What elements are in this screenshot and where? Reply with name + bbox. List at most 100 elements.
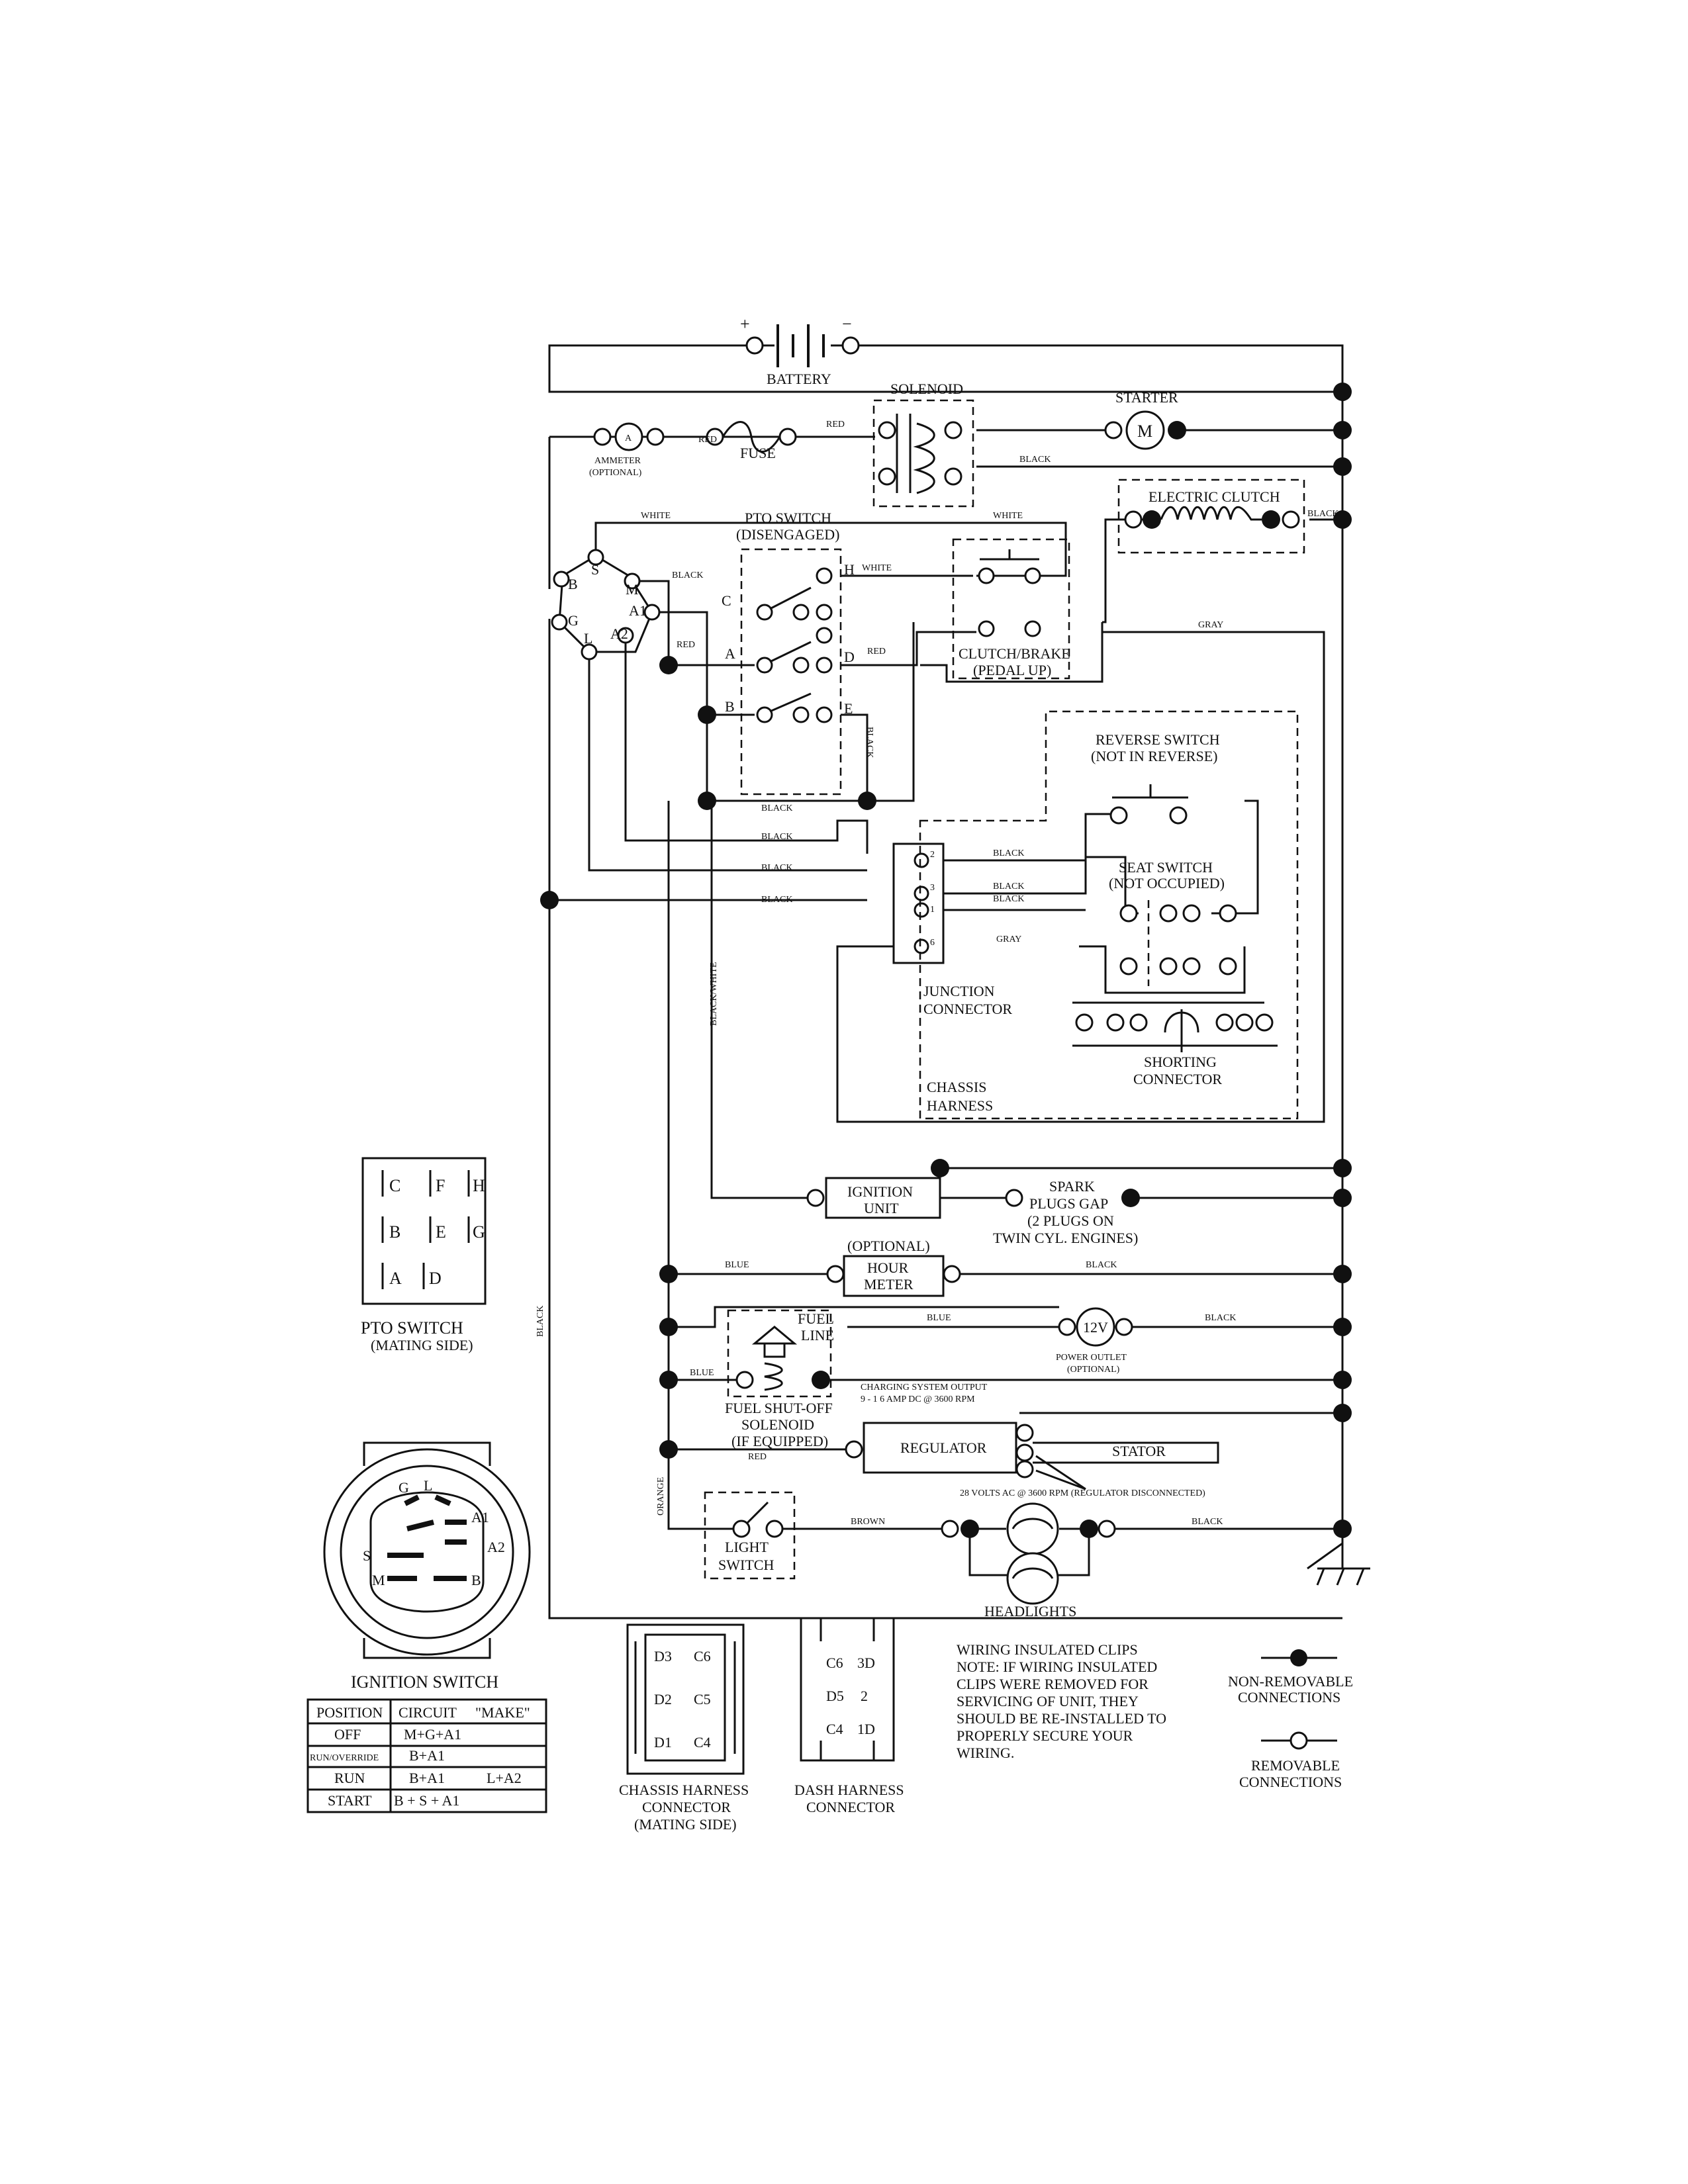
table-header-position: POSITION [316,1704,383,1721]
wire-color-labels: RED RED BLACK BLACK WHITE WHITE WHITE BL… [536,420,1338,1527]
wire-black-10: BLACK [993,894,1024,904]
ign-face-a1: A1 [471,1509,489,1525]
wire-blue-3: BLUE [690,1368,714,1378]
reverse-switch: REVERSE SWITCH (NOT IN REVERSE) [1091,731,1220,825]
wire-gray-2: GRAY [996,934,1021,944]
wiring-note: WIRING INSULATED CLIPS NOTE: IF WIRING I… [957,1641,1166,1761]
solenoid: SOLENOID [872,381,974,508]
wire-red-4: RED [867,647,886,657]
chassis-pin-c4: C4 [694,1734,711,1751]
wire-brown: BROWN [851,1517,885,1527]
note-line-5: SHOULD BE RE-INSTALLED TO [957,1710,1166,1727]
wire-red-2: RED [826,420,845,430]
junction-pin-6: 6 [930,938,935,948]
chassis-pin-d3: D3 [654,1648,672,1664]
not-occupied: (NOT OCCUPIED) [1109,875,1225,891]
ignition-label: IGNITION [847,1183,913,1200]
shorting-connector: SHORTING CONNECTOR [1072,1001,1278,1087]
ign-face-l: L [424,1477,432,1494]
wires [548,344,1370,1619]
junction-connector-label: CONNECTOR [923,1001,1012,1017]
pto-mating-a: A [389,1269,402,1288]
legend-non-removable-2: CONNECTIONS [1238,1689,1340,1706]
twin-cyl-label: TWIN CYL. ENGINES) [993,1230,1138,1246]
wire-white-3: WHITE [862,563,892,573]
junction-connector: 2 3 1 6 JUNCTION CONNECTOR [892,842,1012,1017]
ign-terminal-l: L [584,630,592,647]
headlights-label: HEADLIGHTS [984,1603,1076,1619]
unit-label: UNIT [864,1200,899,1216]
stator-label: STATOR [1112,1443,1166,1459]
wire-black-1: BLACK [1019,455,1051,465]
power-outlet-optional: (OPTIONAL) [1067,1365,1120,1375]
wire-black-left: BLACK [536,1306,545,1337]
chassis-harness-connector: D3 C6 D2 C5 D1 C4 CHASSIS HARNESS CONNEC… [619,1623,749,1833]
wire-red-5: RED [748,1452,767,1462]
pto-terminal-c: C [722,592,731,609]
solenoid-label: SOLENOID [890,381,963,397]
reverse-switch-label: REVERSE SWITCH [1096,731,1220,748]
wire-black-12: BLACK [1205,1313,1236,1323]
chassis-connector-label-3: (MATING SIDE) [634,1816,737,1833]
chassis-pin-d2: D2 [654,1691,672,1707]
electric-clutch-label: ELECTRIC CLUTCH [1149,488,1280,505]
line-label: LINE [801,1327,834,1343]
if-equipped-label: (IF EQUIPPED) [731,1433,828,1449]
legend-non-removable-1: NON-REMOVABLE [1228,1673,1353,1690]
pto-mating-c: C [389,1176,400,1195]
pto-mating-d: D [429,1269,442,1288]
note-line-2: NOTE: IF WIRING INSULATED [957,1659,1157,1675]
two-plugs-label: (2 PLUGS ON [1027,1212,1114,1229]
junction-dots [540,383,1352,909]
wire-black-5: BLACK [761,832,792,842]
wire-black-2: BLACK [1307,509,1338,519]
table-header-make: "MAKE" [475,1704,530,1721]
ign-terminal-a2: A2 [610,625,628,642]
dash-connector-label-2: CONNECTOR [806,1799,895,1815]
hour-meter: (OPTIONAL) HOUR METER [659,1238,1352,1297]
table-row-override-position: RUN/OVERRIDE [310,1753,379,1763]
pto-terminal-b: B [725,698,735,715]
clutch-brake-switch: CLUTCH/BRAKE (PEDAL UP) [952,538,1070,680]
ign-face-a2: A2 [487,1539,505,1555]
chassis-connector-label-2: CONNECTOR [642,1799,731,1815]
ammeter: A AMMETER (OPTIONAL) [589,422,665,478]
legend-non-removable-symbol [1290,1649,1307,1666]
regulator-label: REGULATOR [900,1439,987,1456]
legend-removable-1: REMOVABLE [1251,1757,1340,1774]
power-outlet-12v: 12V [1083,1319,1108,1336]
pto-terminal-h: H [844,561,855,578]
chassis-pin-c6: C6 [694,1648,711,1664]
junction-pin-1: 1 [930,905,935,915]
pto-disengaged: (DISENGAGED) [736,526,839,543]
fuse-label: FUSE [740,445,776,461]
fuel-solenoid-label: SOLENOID [741,1416,814,1433]
ign-face-s: S [363,1547,371,1564]
junction-pin-2: 2 [930,850,935,860]
battery-plus: + [740,314,750,334]
table-row-run-circuit: B+A1 [409,1770,445,1786]
fuse: FUSE [706,421,797,461]
starter-m: M [1137,422,1152,441]
note-line-1: WIRING INSULATED CLIPS [957,1641,1138,1658]
ignition-table: POSITION CIRCUIT "MAKE" OFF M+G+A1 RUN/O… [306,1698,547,1813]
pto-mating-subtitle: (MATING SIDE) [371,1337,473,1353]
table-row-override-circuit: B+A1 [409,1747,445,1764]
fuel-shutoff-label: FUEL SHUT-OFF [725,1400,833,1416]
light-switch: LIGHT SWITCH [704,1491,796,1580]
dash-pin-2: 2 [861,1688,868,1704]
wire-white-2: WHITE [993,511,1023,521]
battery: + − BATTERY [740,314,860,387]
note-line-3: CLIPS WERE REMOVED FOR [957,1676,1149,1692]
pto-mating-title: PTO SWITCH [361,1318,463,1338]
pto-terminal-e: E [844,700,853,717]
clutch-brake-label: CLUTCH/BRAKE [959,645,1070,662]
pto-mating-b: B [389,1222,400,1242]
ign-terminal-b: B [568,576,578,592]
wire-black-white: BLACK/WHITE [709,962,719,1026]
ignition-terminal-block: S M B A1 G A2 L [551,549,661,660]
hour-meter-optional: (OPTIONAL) [847,1238,930,1254]
junction-pin-3: 3 [930,883,935,893]
wire-black-6: BLACK [761,863,792,873]
fuel-shutoff-solenoid: FUEL LINE FUEL SHUT-OFF SOLENOID (IF EQU… [659,1309,1352,1449]
